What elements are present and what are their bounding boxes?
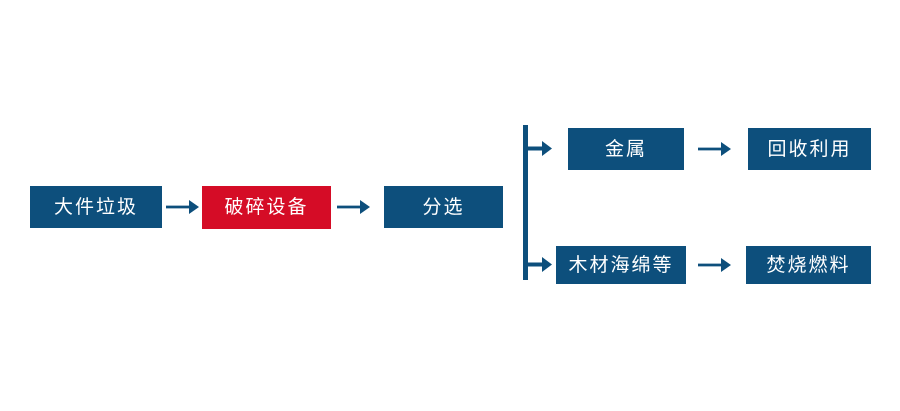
branch-split-connector	[522, 125, 556, 280]
arrow-right-icon	[698, 139, 732, 159]
arrow-right-icon	[166, 197, 200, 217]
node-label: 木材海绵等	[568, 254, 674, 276]
node-wood-sponge-etc[interactable]: 木材海绵等	[556, 246, 686, 284]
node-sorting[interactable]: 分选	[384, 186, 503, 228]
node-label: 大件垃圾	[53, 196, 138, 218]
node-recycling-reuse[interactable]: 回收利用	[748, 128, 871, 170]
node-label: 分选	[422, 196, 465, 218]
node-label: 破碎设备	[224, 197, 309, 218]
node-crushing-equipment[interactable]: 破碎设备	[202, 186, 331, 229]
node-metal[interactable]: 金属	[568, 128, 684, 170]
arrow-right-icon	[337, 197, 371, 217]
node-input-bulky-waste[interactable]: 大件垃圾	[30, 186, 162, 228]
arrow-right-icon	[698, 255, 732, 275]
node-label: 回收利用	[767, 138, 852, 160]
node-label: 焚烧燃料	[766, 254, 851, 276]
node-incineration-fuel[interactable]: 焚烧燃料	[746, 246, 871, 284]
node-label: 金属	[604, 138, 647, 160]
